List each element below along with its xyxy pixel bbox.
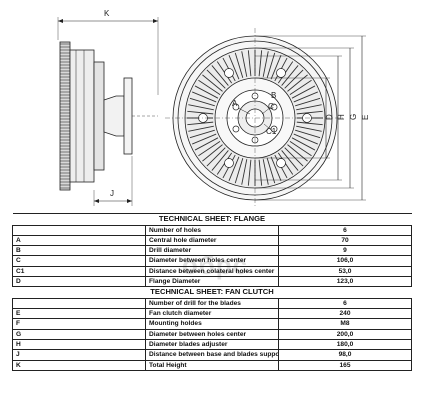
clutch-code-cell: F [12, 318, 146, 330]
clutch-value-cell: 180,0 [278, 338, 412, 351]
flange-value-cell: 123,0 [278, 275, 412, 288]
dim-label-c1: C1 [266, 127, 277, 136]
clutch-code-cell: E [12, 308, 146, 320]
clutch-code-cell: G [12, 328, 146, 340]
flange-label-cell: Diameter between holes center [145, 255, 279, 267]
clutch-value-cell: 240 [278, 308, 412, 320]
flange-value-cell: 53,0 [278, 265, 412, 277]
clutch-value-cell: 6 [278, 297, 412, 310]
clutch-value-cell: 98,0 [278, 349, 412, 361]
flange-code-cell: C1 [12, 265, 146, 277]
clutch-label-cell: Fan clutch diameter [145, 308, 279, 320]
clutch-label-cell: Diameter blades adjuster [145, 338, 279, 351]
flange-label-cell: Drill diameter [145, 245, 279, 257]
flange-label-cell: Central hole diameter [145, 234, 279, 247]
dim-label-j: J [110, 189, 114, 198]
dim-label-b: B [271, 91, 276, 100]
flange-code-cell: A [12, 234, 146, 247]
flange-value-cell: 6 [278, 224, 412, 236]
clutch-label-cell: Diameter between holes center [145, 328, 279, 340]
clutch-code-cell: J [12, 349, 146, 361]
side-view [57, 17, 159, 206]
flange-value-cell: 70 [278, 234, 412, 247]
clutch-label-cell: Total Height [145, 359, 279, 371]
flange-code-cell: D [12, 275, 146, 288]
dim-label-a: A [232, 99, 238, 108]
flange-header-row: TECHNICAL SHEET: FLANGE [12, 213, 412, 226]
flange-code-cell [12, 224, 146, 236]
clutch-code-cell [12, 297, 146, 310]
flange-label-cell: Distance between colateral holes center [145, 265, 279, 277]
flange-code-cell: B [12, 245, 146, 257]
technical-drawing: K J A B C C1 D H G [57, 9, 370, 208]
front-view [165, 28, 345, 208]
flange-label-cell: Number of holes [145, 224, 279, 236]
dim-label-e: E [361, 115, 370, 120]
flange-label-cell: Flange Diameter [145, 275, 279, 288]
clutch-label-cell: Mounting holdes [145, 318, 279, 330]
clutch-label-cell: Number of drill for the blades [145, 297, 279, 310]
clutch-value-cell: 200,0 [278, 328, 412, 340]
clutch-value-cell: M8 [278, 318, 412, 330]
dim-label-g: G [349, 114, 358, 120]
clutch-label-cell: Distance between base and blades support [145, 349, 279, 361]
flange-title: TECHNICAL SHEET: FLANGE [12, 213, 412, 226]
clutch-header-row: TECHNICAL SHEET: FAN CLUTCH [12, 286, 412, 299]
clutch-code-cell: H [12, 338, 146, 351]
flange-code-cell: C [12, 255, 146, 267]
clutch-value-cell: 165 [278, 359, 412, 371]
flange-value-cell: 9 [278, 245, 412, 257]
flange-value-cell: 106,0 [278, 255, 412, 267]
dimension-lines [255, 35, 366, 201]
dim-label-k: K [104, 9, 110, 18]
dim-label-h: H [337, 114, 346, 120]
clutch-title: TECHNICAL SHEET: FAN CLUTCH [12, 286, 412, 299]
dim-label-d: D [325, 114, 334, 120]
clutch-code-cell: K [12, 359, 146, 371]
dim-label-c: C [268, 102, 274, 111]
